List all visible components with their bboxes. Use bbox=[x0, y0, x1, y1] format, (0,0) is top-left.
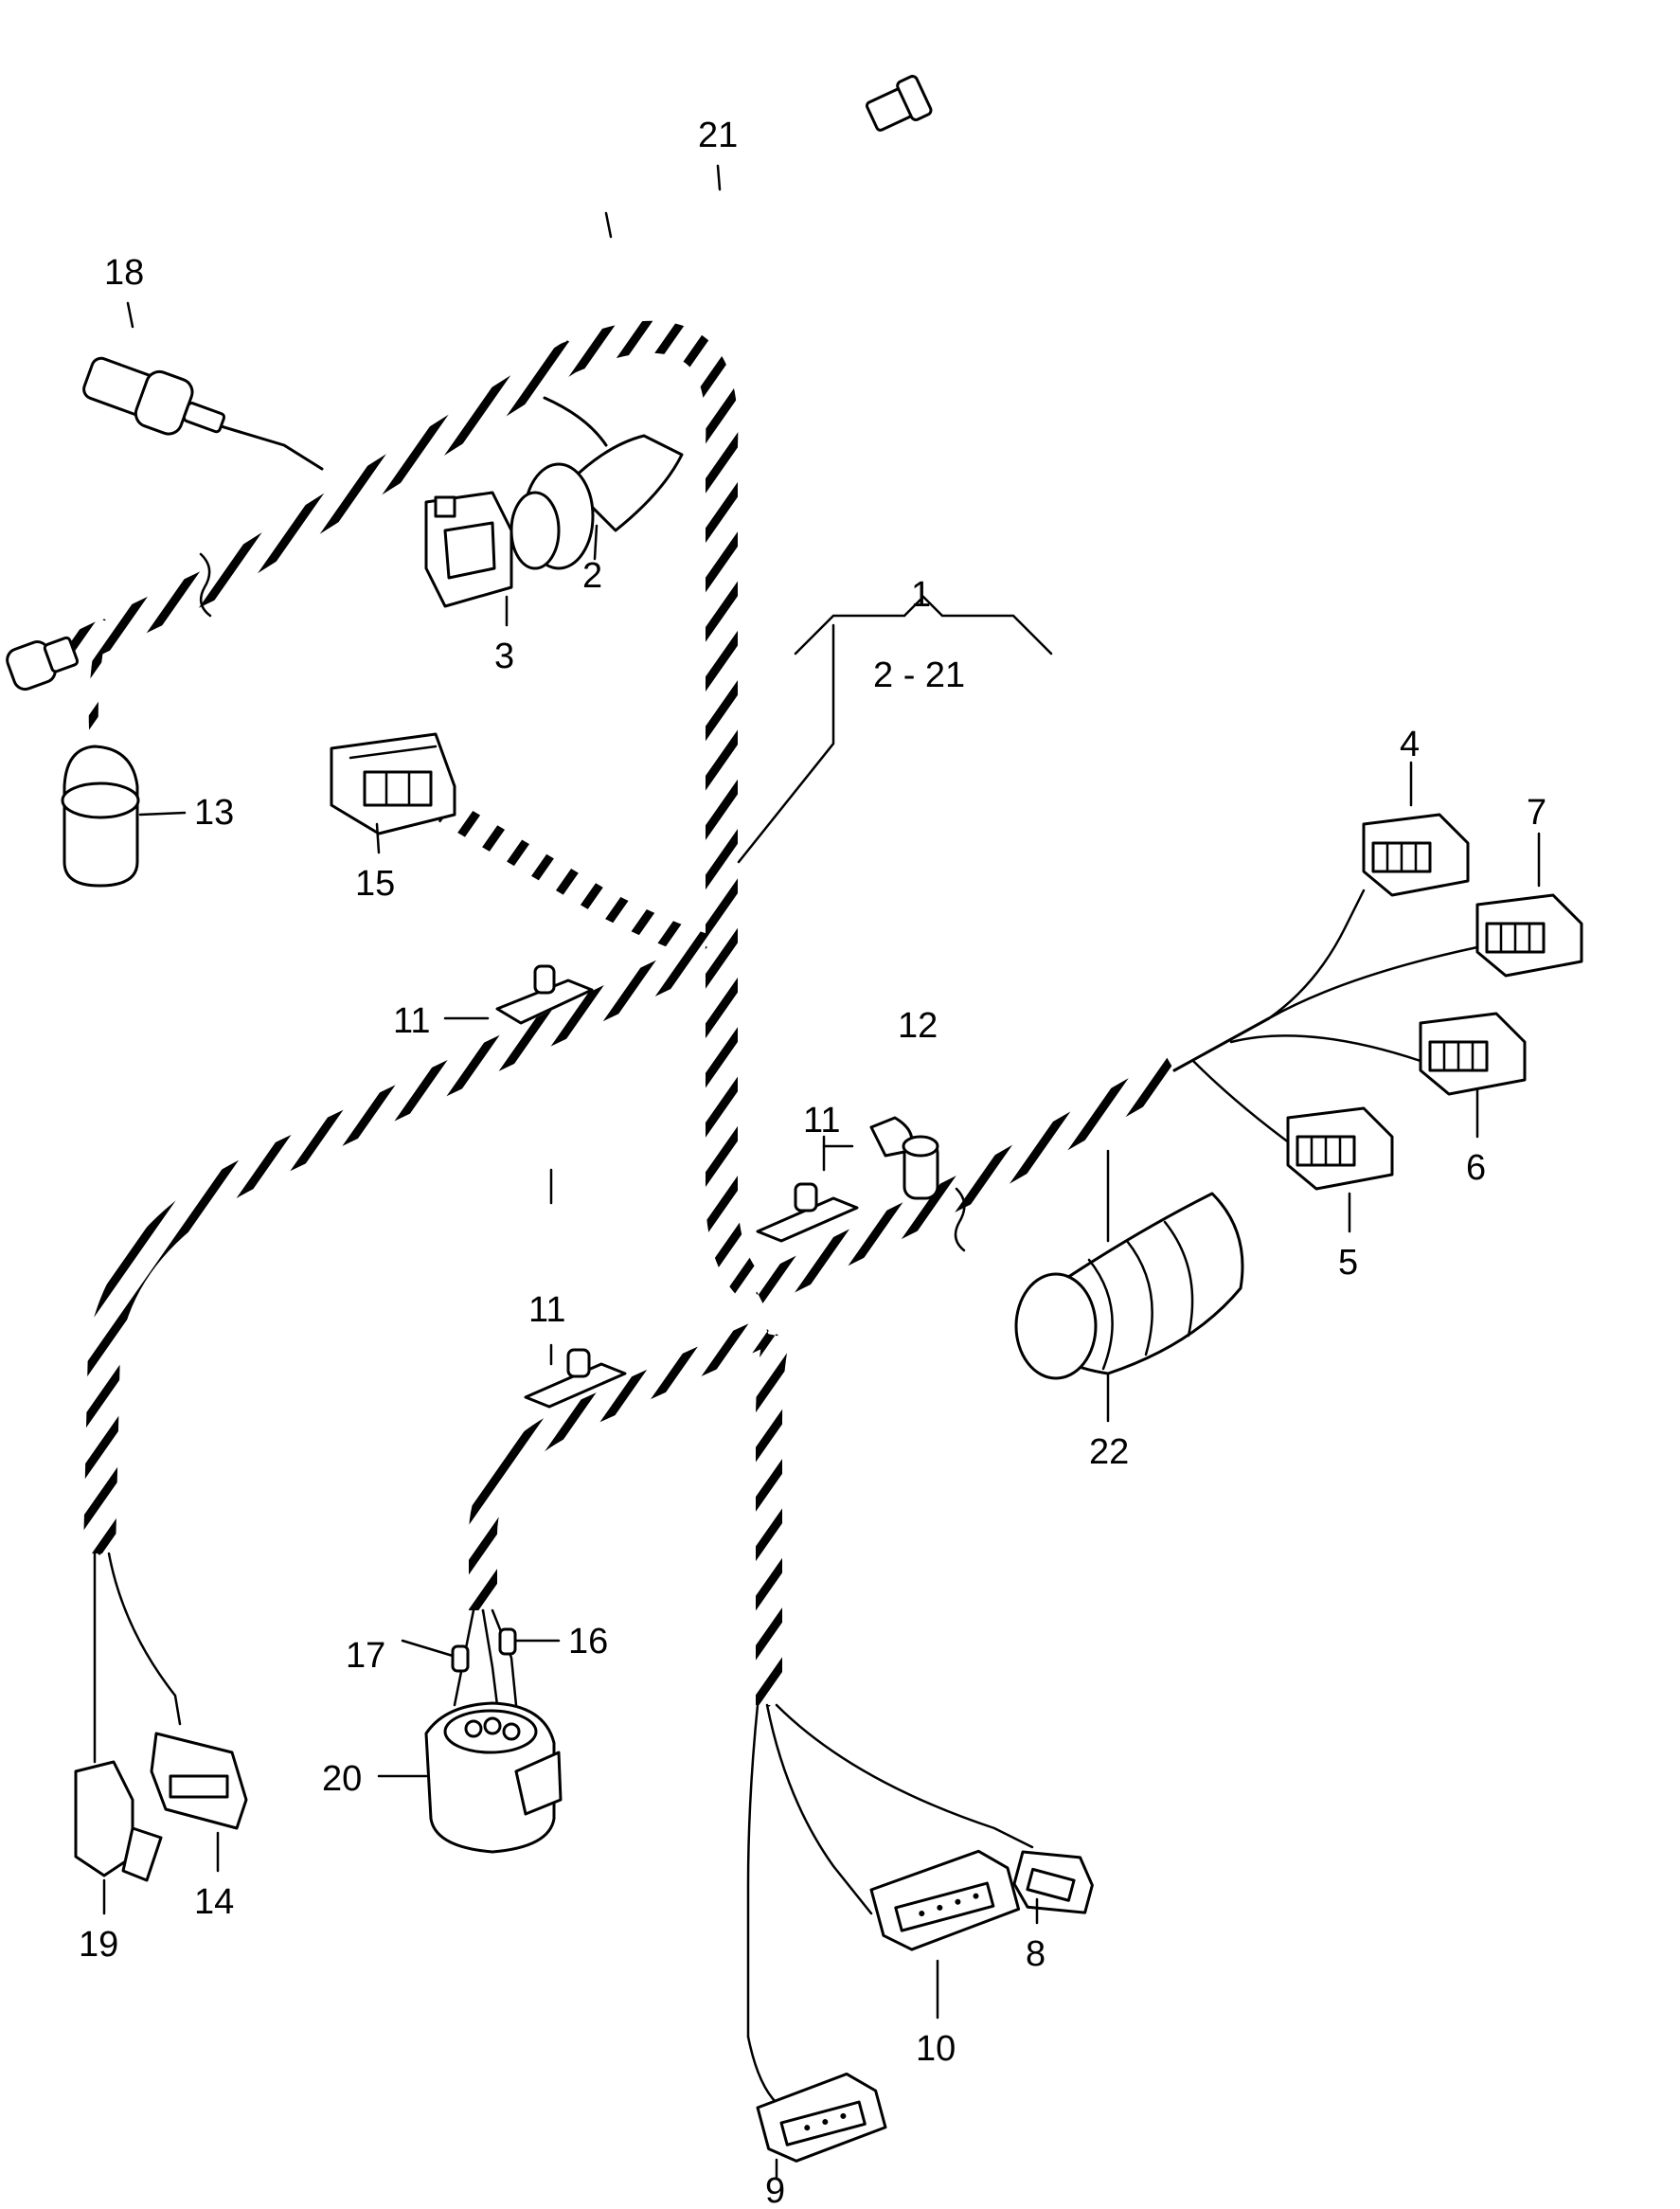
callout-8: 8 bbox=[1026, 1934, 1046, 1974]
part-19-14-wires bbox=[93, 1552, 182, 1764]
part-4-connector bbox=[1362, 813, 1470, 897]
callout-1: 1 bbox=[911, 575, 931, 615]
part-14-connector bbox=[150, 1732, 248, 1830]
callout-1-range: 2 - 21 bbox=[873, 656, 965, 695]
part-17-seal bbox=[451, 1644, 470, 1673]
callout-3: 3 bbox=[494, 637, 514, 676]
part-13-connector bbox=[61, 619, 140, 888]
part-5-connector bbox=[1286, 1106, 1394, 1191]
part-21-wire bbox=[566, 75, 933, 343]
callout-11-middle: 11 bbox=[803, 1101, 840, 1140]
harness-trunks bbox=[59, 320, 1271, 1707]
callout-labels: 1 2 - 21 2 3 4 5 6 7 8 9 10 11 11 11 12 … bbox=[79, 116, 1546, 2209]
part-22-bellows bbox=[1014, 1192, 1244, 1380]
part-8-9-10-wires bbox=[746, 1703, 1034, 2105]
part-11-clip-lower bbox=[524, 1348, 627, 1409]
part-9-connector bbox=[756, 2072, 887, 2163]
callout-6: 6 bbox=[1466, 1148, 1486, 1188]
callout-15: 15 bbox=[355, 864, 395, 904]
part-3-connector bbox=[424, 491, 513, 608]
connector-21 bbox=[865, 75, 933, 132]
part-8-connector bbox=[1012, 1850, 1094, 1914]
part-11-clip-middle bbox=[756, 1182, 859, 1243]
callout-22: 22 bbox=[1089, 1432, 1129, 1472]
callout-13: 13 bbox=[194, 793, 234, 833]
callout-17: 17 bbox=[346, 1636, 385, 1676]
callout-11-upper: 11 bbox=[393, 1001, 430, 1041]
callout-21: 21 bbox=[698, 116, 738, 155]
part-18-sensor bbox=[82, 356, 324, 471]
callout-2: 2 bbox=[582, 556, 602, 596]
part-15-connector bbox=[330, 732, 456, 835]
callout-9: 9 bbox=[765, 2171, 785, 2209]
part-6-connector bbox=[1419, 1012, 1527, 1096]
callout-20: 20 bbox=[322, 1759, 362, 1799]
callout-4: 4 bbox=[1400, 725, 1420, 764]
part-12-clamp bbox=[869, 1116, 939, 1200]
part-left-plug bbox=[6, 636, 80, 691]
part-11-clip-upper bbox=[495, 964, 594, 1025]
callout-5: 5 bbox=[1338, 1243, 1358, 1283]
callout-11-lower: 11 bbox=[528, 1290, 565, 1330]
part-19-connector bbox=[74, 1760, 163, 1882]
part-10-connector bbox=[869, 1849, 1021, 1951]
part-20-connector bbox=[424, 1701, 563, 1854]
callout-16: 16 bbox=[568, 1622, 608, 1661]
part-16-seal bbox=[498, 1627, 517, 1656]
break-marks bbox=[199, 552, 966, 1252]
callout-10: 10 bbox=[916, 2029, 956, 2069]
part-2-grommet bbox=[509, 396, 684, 570]
leader-lines bbox=[102, 164, 1541, 2181]
right-connector-wires bbox=[1191, 889, 1479, 1158]
callout-18: 18 bbox=[104, 253, 144, 293]
callout-14: 14 bbox=[194, 1882, 234, 1922]
callout-12: 12 bbox=[898, 1006, 938, 1046]
part-7-connector bbox=[1475, 893, 1583, 978]
callout-19: 19 bbox=[79, 1925, 118, 1965]
callout-7: 7 bbox=[1527, 793, 1546, 833]
